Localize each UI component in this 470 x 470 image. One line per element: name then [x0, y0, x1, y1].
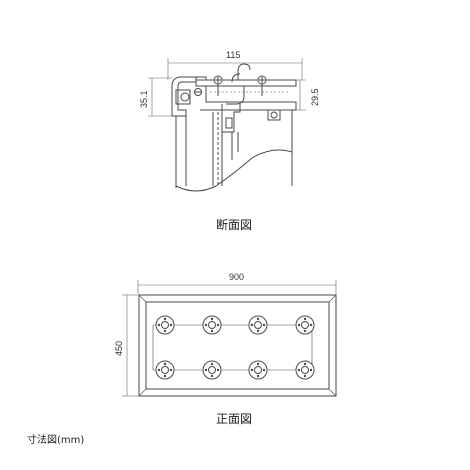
- fixture-5: [155, 360, 175, 380]
- screw-fastener-1: [213, 75, 223, 96]
- screw-fastener-3: [194, 88, 202, 96]
- fixture-8: [295, 360, 315, 380]
- front-width-label: 900: [229, 272, 244, 282]
- section-view: 115 35.1 29.5: [139, 50, 320, 192]
- clamp-bracket: [221, 104, 281, 133]
- fixture-7: [248, 360, 268, 380]
- front-width-dimension: [137, 280, 337, 294]
- section-left-height-dimension: [148, 77, 172, 117]
- front-view-caption: 正面図: [216, 412, 253, 426]
- fixture-3: [248, 315, 268, 335]
- section-left-height-label: 35.1: [139, 90, 149, 108]
- front-frame: [138, 294, 337, 397]
- fixture-6: [202, 360, 222, 380]
- top-rail: [195, 79, 297, 111]
- fixture-2: [202, 315, 222, 335]
- section-view-caption: 断面図: [216, 218, 253, 232]
- screw-fastener-2: [257, 75, 267, 96]
- fixture-4: [295, 315, 315, 335]
- section-width-label: 115: [226, 50, 240, 60]
- front-view: 900 450: [114, 272, 337, 397]
- dimension-drawing-title: 寸法図(mm): [27, 435, 85, 446]
- section-width-dimension: [167, 58, 303, 80]
- front-height-dimension: [122, 294, 138, 397]
- panel-body: [175, 110, 293, 192]
- fixture-1: [155, 315, 175, 335]
- front-height-label: 450: [114, 341, 124, 356]
- mounting-fixtures: [155, 315, 315, 380]
- hanging-hook: [226, 63, 251, 105]
- section-right-height-label: 29.5: [310, 88, 320, 106]
